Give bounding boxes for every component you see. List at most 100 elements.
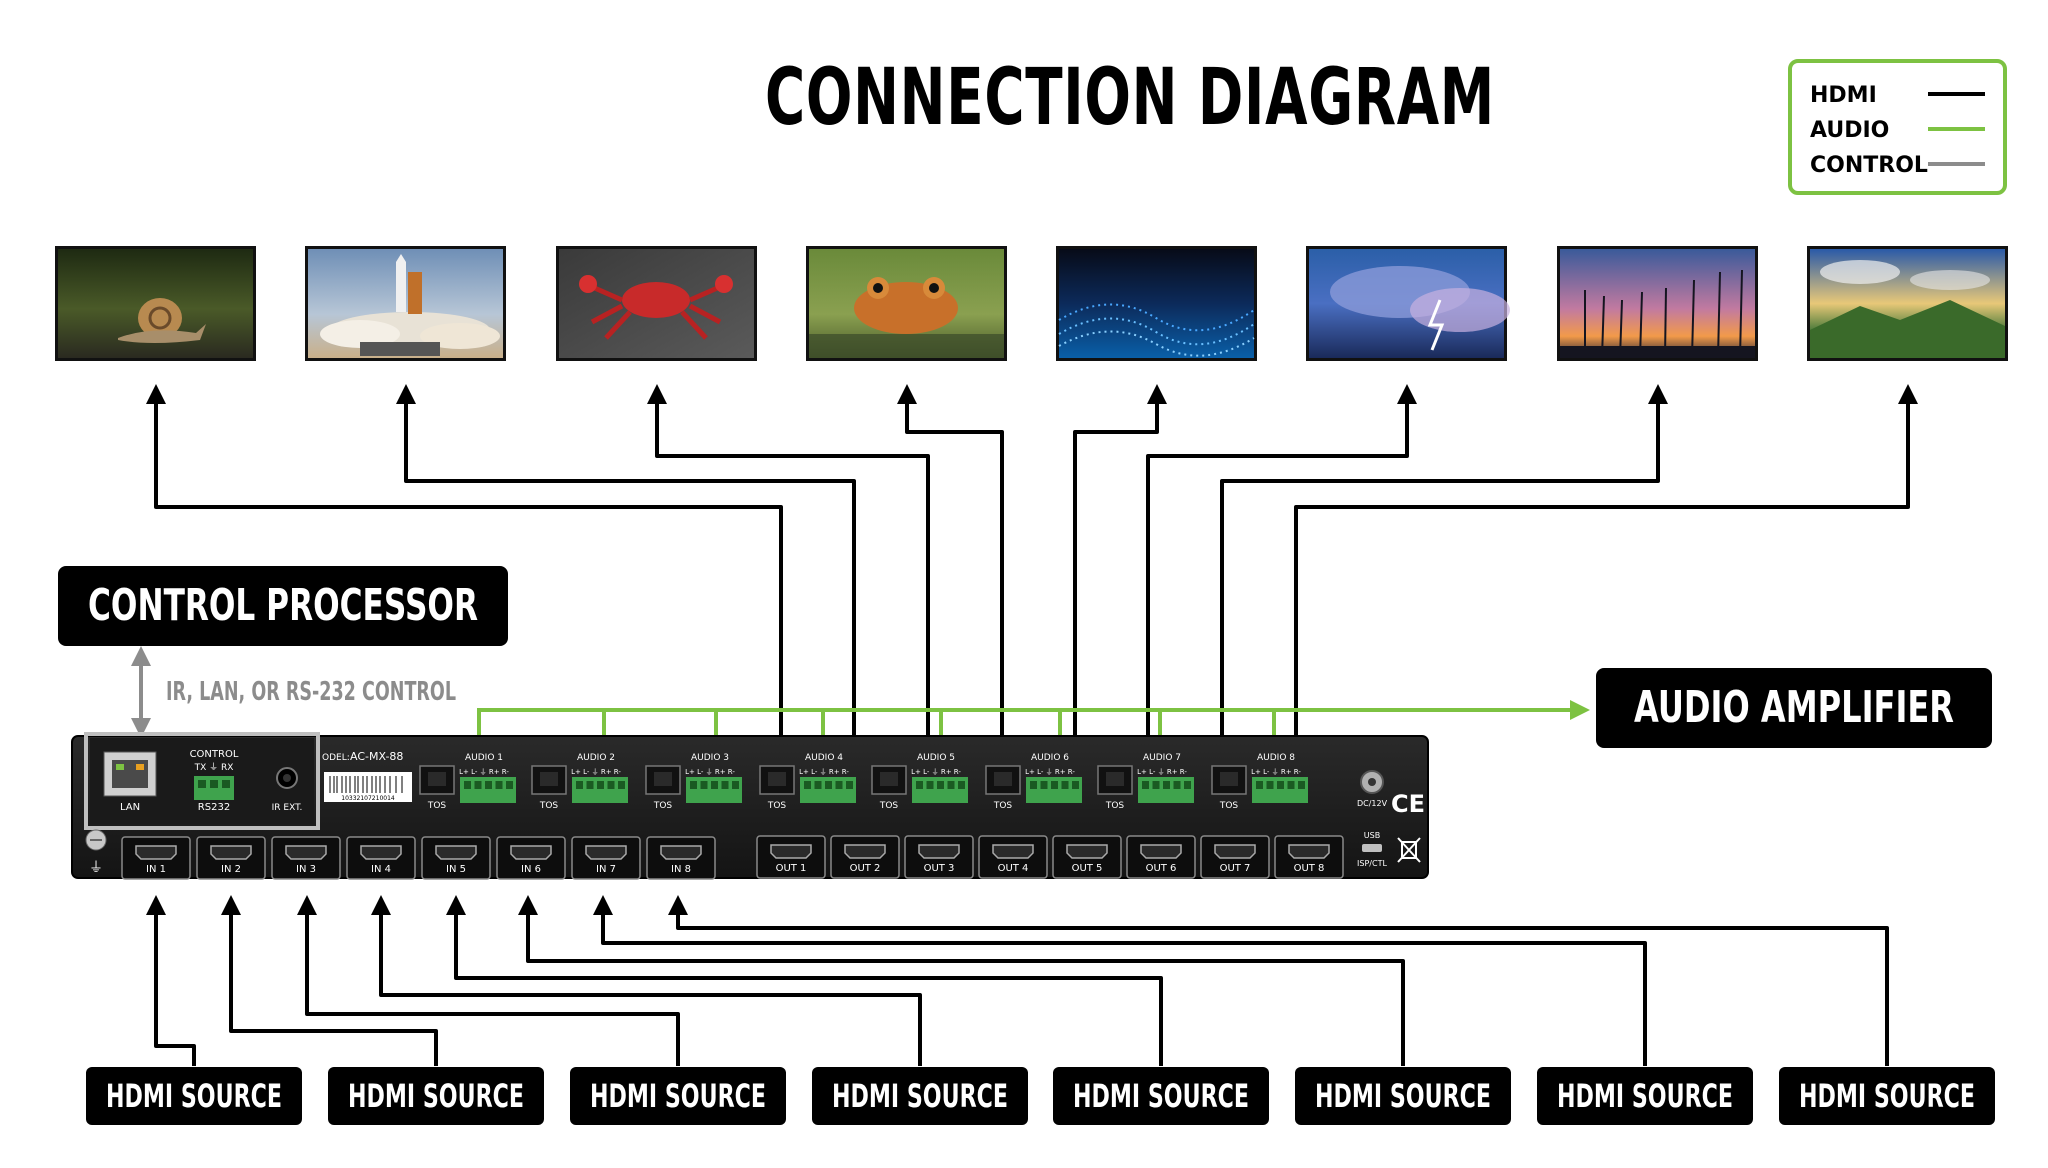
terminal-pins-1: L+ L- ⏚ R+ R- — [459, 768, 509, 776]
rs232-label: RS232 — [198, 802, 230, 813]
hdmi-in-2-label: IN 2 — [221, 864, 241, 875]
cable-out-1 — [146, 384, 783, 836]
hdmi-source-label-7: HDMI SOURCE — [1557, 1077, 1733, 1115]
wave-icon — [1058, 303, 1255, 332]
hdmi-source-6: HDMI SOURCE — [1295, 1067, 1511, 1125]
hdmi-out-7-label: OUT 7 — [1220, 863, 1251, 874]
hdmi-out-1[interactable]: OUT 1 — [756, 835, 826, 879]
crab-icon — [622, 282, 690, 318]
cable-out-7 — [1220, 384, 1668, 836]
cable-in-2 — [221, 895, 438, 1066]
hdmi-in-5[interactable]: IN 5 — [421, 836, 491, 880]
terminal-pins-6: L+ L- ⏚ R+ R- — [1025, 768, 1075, 776]
audio-label-1: AUDIO 1 — [465, 753, 503, 763]
display-7 — [1557, 246, 1758, 361]
audio-amplifier: AUDIO AMPLIFIER — [1596, 668, 1992, 748]
audio-module-1: TOS AUDIO 1 L+ L- ⏚ R+ R- — [419, 753, 516, 811]
matrix-switcher-panel: LAN CONTROL TX ⏚ RX RS232 IR EXT. ⏚ ODEL… — [71, 732, 1429, 880]
audio-module-6: TOS AUDIO 6 L+ L- ⏚ R+ R- — [985, 753, 1082, 811]
hdmi-in-6[interactable]: IN 6 — [496, 836, 566, 880]
cable-out-3 — [647, 384, 930, 836]
audio-terminal-7[interactable] — [1138, 777, 1194, 803]
tos-label-1: TOS — [427, 801, 447, 811]
tos-label-3: TOS — [653, 801, 673, 811]
audio-label-5: AUDIO 5 — [917, 753, 955, 763]
cable-in-1 — [146, 895, 196, 1066]
display-1 — [55, 246, 256, 361]
display-5 — [1056, 246, 1257, 361]
hdmi-sources: HDMI SOURCE HDMI SOURCE HDMI SOURCE HDMI SO… — [86, 1067, 1995, 1125]
cable-out-6 — [1146, 384, 1417, 836]
tos-label-6: TOS — [993, 801, 1013, 811]
cable-in-3 — [297, 895, 680, 1066]
hdmi-in-4[interactable]: IN 4 — [346, 836, 416, 880]
lightning-icon — [1427, 299, 1445, 351]
hdmi-out-3[interactable]: OUT 3 — [904, 835, 974, 879]
cable-in-5 — [446, 895, 1163, 1066]
hdmi-source-8: HDMI SOURCE — [1779, 1067, 1995, 1125]
tos-label-2: TOS — [539, 801, 559, 811]
hdmi-out-4-label: OUT 4 — [998, 863, 1029, 874]
tos-label-8: TOS — [1219, 801, 1239, 811]
display-6 — [1306, 246, 1510, 361]
audio-terminal-2[interactable] — [572, 777, 628, 803]
tos-label-7: TOS — [1105, 801, 1125, 811]
cable-in-6 — [518, 895, 1405, 1066]
legend-label-hdmi: HDMI — [1810, 83, 1877, 108]
hdmi-source-label-3: HDMI SOURCE — [590, 1077, 766, 1115]
hdmi-in-8[interactable]: IN 8 — [646, 836, 716, 880]
hdmi-out-3-label: OUT 3 — [924, 863, 955, 874]
serial-number: 10332107210014 — [341, 795, 395, 802]
txrx-label: TX ⏚ RX — [194, 762, 234, 773]
optical-port-8[interactable] — [1211, 765, 1247, 795]
ground-icon: ⏚ — [89, 860, 103, 876]
hdmi-in-3[interactable]: IN 3 — [271, 836, 341, 880]
hdmi-out-6[interactable]: OUT 6 — [1126, 835, 1196, 879]
hdmi-out-4[interactable]: OUT 4 — [978, 835, 1048, 879]
audio-terminal-4[interactable] — [800, 777, 856, 803]
terminal-pins-8: L+ L- ⏚ R+ R- — [1251, 768, 1301, 776]
hdmi-out-5-label: OUT 5 — [1072, 863, 1103, 874]
hdmi-out-8[interactable]: OUT 8 — [1274, 835, 1344, 879]
model-label: AC-MX-88 — [350, 750, 403, 763]
ir-ext-label: IR EXT. — [272, 803, 303, 813]
audio-terminal-1[interactable] — [460, 777, 516, 803]
audio-terminal-6[interactable] — [1026, 777, 1082, 803]
hdmi-out-5[interactable]: OUT 5 — [1052, 835, 1122, 879]
audio-label-7: AUDIO 7 — [1143, 753, 1181, 763]
audio-terminal-8[interactable] — [1252, 777, 1308, 803]
hdmi-in-1-label: IN 1 — [146, 864, 166, 875]
page-title: CONNECTION DIAGRAM — [765, 53, 1495, 143]
serial-barcode — [324, 772, 412, 802]
legend-label-audio: AUDIO — [1810, 118, 1889, 143]
hdmi-out-7[interactable]: OUT 7 — [1200, 835, 1270, 879]
hdmi-in-2[interactable]: IN 2 — [196, 836, 266, 880]
hdmi-out-2[interactable]: OUT 2 — [830, 835, 900, 879]
hdmi-source-label-8: HDMI SOURCE — [1799, 1077, 1975, 1115]
hdmi-in-5-label: IN 5 — [446, 864, 466, 875]
output-cables — [146, 384, 1918, 836]
usb-port[interactable] — [1362, 844, 1382, 852]
audio-label-6: AUDIO 6 — [1031, 753, 1069, 763]
audio-amplifier-label: AUDIO AMPLIFIER — [1634, 682, 1954, 733]
cable-in-8 — [668, 895, 1889, 1066]
audio-label-3: AUDIO 3 — [691, 753, 729, 763]
display-2 — [305, 246, 506, 361]
audio-label-4: AUDIO 4 — [805, 753, 843, 763]
dc-power-label: DC/12V — [1357, 799, 1388, 808]
hdmi-in-1[interactable]: IN 1 — [121, 836, 191, 880]
control-processor: CONTROL PROCESSOR — [58, 566, 508, 646]
shuttle-icon — [396, 262, 406, 312]
ce-mark: CE — [1391, 790, 1425, 818]
hdmi-out-8-label: OUT 8 — [1294, 863, 1325, 874]
legend: HDMI AUDIO CONTROL — [1788, 59, 2007, 195]
hdmi-source-7: HDMI SOURCE — [1537, 1067, 1753, 1125]
audio-terminal-5[interactable] — [912, 777, 968, 803]
hdmi-in-3-label: IN 3 — [296, 864, 316, 875]
hdmi-in-7[interactable]: IN 7 — [571, 836, 641, 880]
audio-terminal-3[interactable] — [686, 777, 742, 803]
hdmi-source-label-5: HDMI SOURCE — [1073, 1077, 1249, 1115]
